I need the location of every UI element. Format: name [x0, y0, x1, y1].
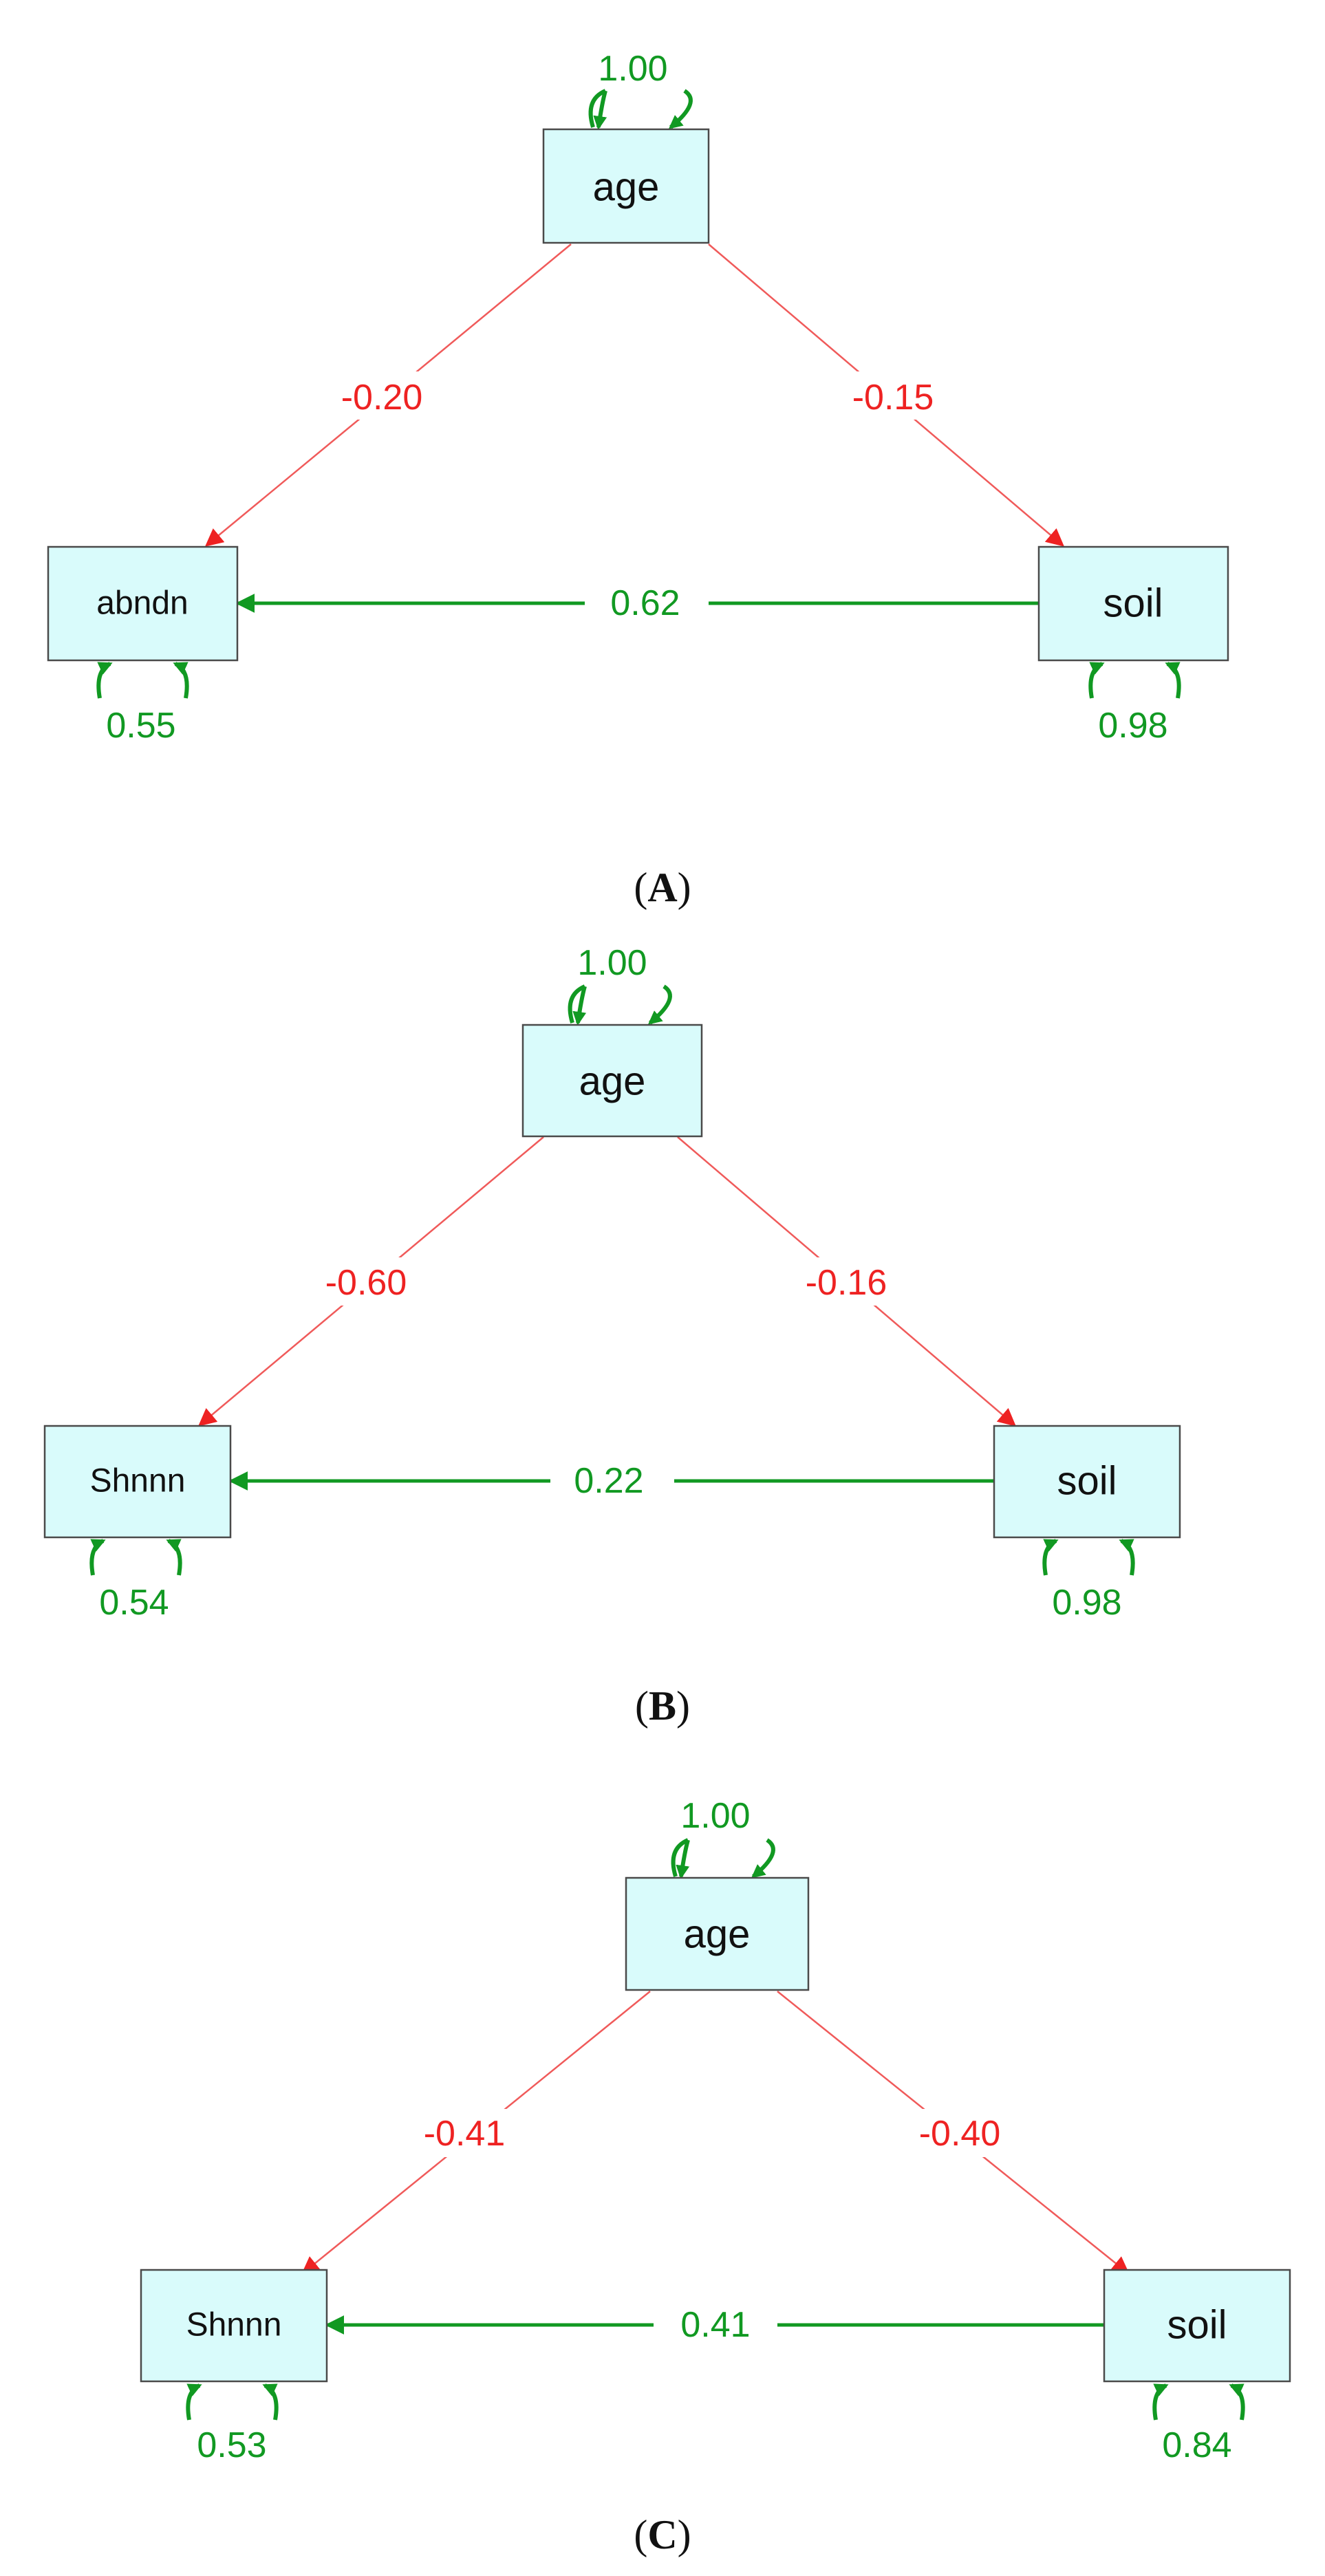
node-soil-label: soil	[1103, 581, 1163, 626]
age-variance-loop	[568, 984, 672, 1026]
node-age-label: age	[684, 1912, 751, 1957]
path-age-to-soil-coef: -0.16	[806, 1263, 887, 1303]
age-variance-label: 1.00	[598, 49, 667, 89]
node-shnnn-label: Shnnn	[90, 1463, 186, 1500]
node-abndn-label: abndn	[96, 585, 188, 622]
panel-b-caption: (B)	[635, 1683, 690, 1729]
path-soil-to-shnnn-coef: 0.41	[680, 2305, 750, 2345]
path-age-to-shnnn-coef: -0.41	[424, 2114, 506, 2154]
path-age-to-shnnn-coef: -0.60	[325, 1263, 407, 1303]
node-soil: soil	[1103, 2269, 1291, 2383]
node-age-label: age	[579, 1059, 646, 1104]
node-age-label: age	[593, 165, 660, 210]
soil-variance-label: 0.84	[1162, 2425, 1231, 2465]
node-age: age	[542, 128, 710, 244]
panel-b: 1.00 -0.60 -0.16 0.22 age Shnnn soil 0.5…	[43, 943, 1181, 1729]
soil-variance-loop	[1152, 2383, 1245, 2421]
panel-a: 1.00 -0.20 -0.15 0.62 age abndn soil 0.5…	[47, 49, 1229, 910]
abndn-variance-loop	[96, 662, 189, 699]
node-soil: soil	[993, 1425, 1181, 1539]
path-soil-to-abndn-coef: 0.62	[610, 583, 680, 623]
shnnn-variance-label: 0.54	[99, 1583, 169, 1623]
age-variance-label: 1.00	[680, 1796, 750, 1836]
node-soil-label: soil	[1057, 1459, 1117, 1504]
node-abndn: abndn	[47, 545, 239, 662]
age-variance-label: 1.00	[577, 943, 647, 983]
node-shnnn-label: Shnnn	[186, 2307, 282, 2344]
node-shnnn: Shnnn	[43, 1425, 232, 1539]
age-variance-loop	[671, 1838, 775, 1879]
node-soil-label: soil	[1167, 2303, 1227, 2348]
age-variance-loop	[588, 89, 693, 130]
node-soil: soil	[1037, 545, 1229, 662]
path-age-to-soil-coef: -0.15	[852, 378, 934, 418]
panel-a-caption: (A)	[634, 865, 691, 910]
panel-c: 1.00 -0.41 -0.40 0.41 age Shnnn soil 0.5…	[140, 1796, 1291, 2557]
shnnn-variance-loop	[89, 1539, 182, 1576]
panel-c-caption: (C)	[634, 2512, 691, 2557]
soil-variance-loop	[1042, 1539, 1135, 1576]
node-shnnn: Shnnn	[140, 2269, 328, 2383]
path-soil-to-shnnn-coef: 0.22	[574, 1461, 643, 1501]
node-age: age	[521, 1024, 703, 1138]
shnnn-variance-loop	[186, 2383, 279, 2421]
soil-variance-loop	[1088, 662, 1181, 699]
soil-variance-label: 0.98	[1052, 1583, 1121, 1623]
node-age: age	[625, 1876, 810, 1991]
soil-variance-label: 0.98	[1098, 706, 1167, 746]
path-age-to-abndn-coef: -0.20	[341, 378, 423, 418]
shnnn-variance-label: 0.53	[197, 2425, 266, 2465]
abndn-variance-label: 0.55	[106, 706, 175, 746]
path-age-to-soil-coef: -0.40	[919, 2114, 1001, 2154]
